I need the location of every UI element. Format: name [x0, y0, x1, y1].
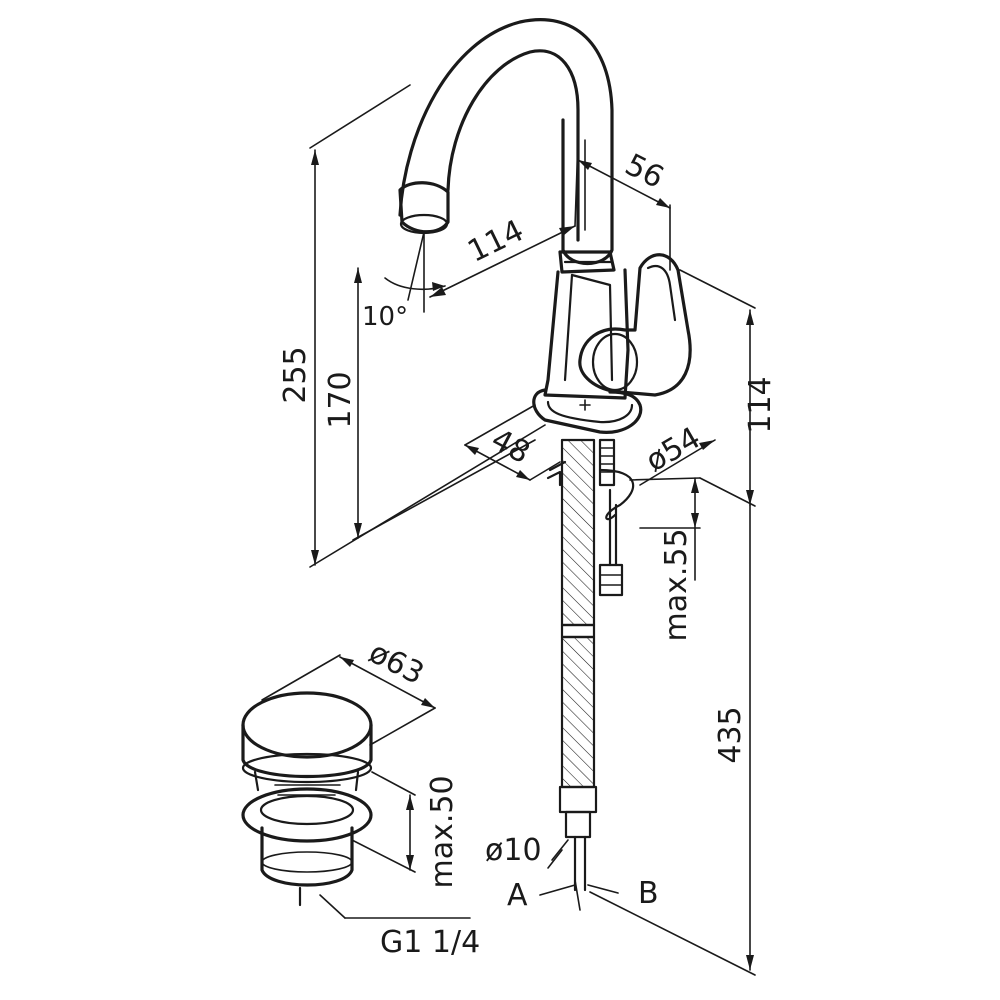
base-plate: [532, 388, 643, 434]
label-54: ø54: [640, 420, 706, 479]
dim-56-arrow-l: [578, 160, 592, 170]
dim-56-arrow-r: [656, 198, 670, 208]
dim-48-arrow-l: [465, 445, 479, 455]
dim-48-ext-bottom: [529, 461, 561, 481]
dim-48-arrow-r: [516, 470, 530, 480]
waste-thread-ring: [261, 851, 353, 873]
dim-63-arrow-l: [340, 657, 354, 667]
dim-114-reach-ext: [574, 139, 579, 227]
dim-max55-arrow-top: [691, 478, 699, 493]
hose-coupling: [560, 623, 596, 639]
dim-170-arrow-bottom: [354, 523, 362, 538]
dim-max55-ext-top: [629, 477, 701, 481]
label-114-height: 114: [743, 376, 778, 433]
dim-max50-ext-bottom: [351, 839, 416, 873]
dim-114-height-ext-bottom: [699, 477, 756, 507]
dim-max50-arrow-top: [406, 795, 414, 810]
body-facet-right: [570, 273, 614, 382]
base-plate-edge: [546, 400, 634, 424]
label-435: 435: [713, 706, 748, 763]
dim-255-arrow-top: [311, 150, 319, 165]
dim-max50-ext-top: [371, 771, 416, 796]
label-56: 56: [619, 147, 669, 196]
waste-body: [260, 826, 354, 887]
dim-10-leader: [551, 839, 569, 861]
dim-63-ext-right: [369, 707, 436, 746]
label-g114: G1 1/4: [380, 925, 480, 960]
nut-lines: [599, 574, 623, 586]
waste-cap-side: [241, 723, 373, 779]
dim-255-ext-top: [309, 84, 411, 149]
label-max55: max.55: [659, 528, 694, 641]
mixer-body: [543, 268, 630, 400]
label-114-reach: 114: [462, 213, 529, 270]
braided-hose: [558, 438, 598, 892]
label-b: B: [638, 876, 659, 911]
label-max50: max.50: [425, 775, 460, 888]
handle-edge: [646, 264, 677, 322]
faucet-body: [398, 18, 692, 597]
dim-435-arrow-bottom: [746, 955, 754, 970]
dim-114-reach-line: [429, 225, 576, 298]
dim-63-line: [339, 656, 436, 709]
label-10-degrees: 10°: [362, 302, 408, 332]
dimension-lines: [261, 84, 756, 976]
dim-255-ext-bottom: [309, 424, 546, 568]
body-facet-left: [563, 273, 574, 382]
label-a: A: [507, 878, 528, 913]
dim-48-ext-top: [464, 404, 536, 446]
waste-cap-ring: [241, 752, 373, 784]
popup-waste: [241, 691, 373, 907]
dim-114-reach-arrow-r: [559, 226, 575, 236]
dim-114-height-arrow-top: [746, 310, 754, 325]
leader-b: [587, 884, 619, 894]
handle-lever: [578, 253, 692, 397]
hose-axis: [574, 879, 581, 911]
center-mark: [579, 399, 591, 411]
bracket-clip: [546, 470, 562, 487]
dim-170-ext-bottom: [352, 439, 536, 541]
dim-114-reach-arrow-l: [430, 287, 446, 297]
dim-63-arrow-r: [421, 698, 435, 708]
spout-aerator: [398, 181, 450, 234]
rod-threads: [599, 447, 615, 473]
dim-63-ext-left: [261, 654, 341, 701]
dim-56-line: [577, 159, 671, 209]
label-10: ø10: [485, 833, 542, 868]
waste-flange-inner: [259, 794, 355, 826]
handle-cartridge: [591, 332, 639, 392]
dim-10-leader-2: [547, 849, 563, 869]
dim-max50-arrow-bottom: [406, 855, 414, 870]
waste-flange: [241, 787, 373, 843]
waste-stem: [253, 770, 360, 792]
thin-hose-nut: [598, 563, 624, 597]
dim-435-ext-bottom: [589, 891, 756, 976]
dimension-labels: 255 170 10° 114 56 114 48 ø54 max.55 435…: [278, 147, 778, 960]
threaded-rod: [598, 438, 616, 487]
spout-inner: [446, 49, 580, 242]
leader-a: [539, 884, 576, 896]
dim-170-arrow-top: [354, 268, 362, 283]
hose-tail: [573, 835, 587, 892]
hose-end-nut: [564, 810, 592, 839]
hose-end-fitting: [558, 785, 598, 814]
label-63: ø63: [363, 635, 429, 692]
hose-lower-cross: [562, 637, 594, 787]
waste-cap-top: [241, 691, 373, 759]
dim-g114-leader: [319, 894, 346, 919]
dim-10-arrow: [432, 282, 445, 291]
dim-54-arrow: [699, 440, 715, 450]
dim-255-arrow-bottom: [311, 550, 319, 565]
dim-max55-arrow-bottom: [691, 513, 699, 528]
label-255: 255: [278, 346, 313, 403]
label-170: 170: [323, 371, 358, 428]
hose-upper-cross: [562, 440, 594, 625]
body-collar: [558, 250, 616, 274]
dim-114-height-ext-top: [679, 269, 756, 309]
dim-114-height-arrow-bottom: [746, 490, 754, 505]
